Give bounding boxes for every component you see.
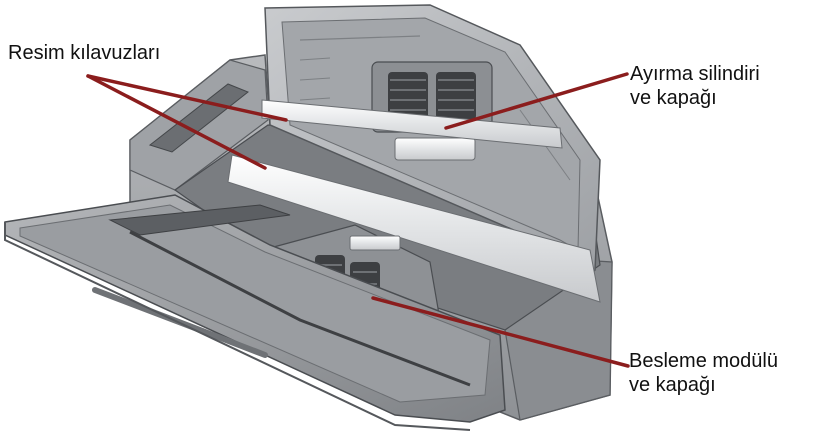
callout-lines	[86, 72, 630, 368]
label-separation-roller: Ayırma silindiri ve kapağı	[630, 62, 760, 110]
label-separation-roller-line1: Ayırma silindiri	[630, 63, 760, 85]
input-tray	[4, 194, 506, 431]
label-feed-module: Besleme modülü ve kapağı	[629, 349, 778, 397]
callout-line-guides-upper	[86, 74, 288, 122]
callout-line-guides-lower	[86, 74, 267, 170]
callout-line-feed-module	[371, 296, 630, 368]
label-separation-roller-line2: ve kapağı	[630, 87, 717, 109]
imaging-guides	[227, 99, 601, 303]
label-image-guides-text: Resim kılavuzları	[8, 42, 161, 64]
label-feed-module-line2: ve kapağı	[629, 374, 716, 396]
label-image-guides: Resim kılavuzları	[8, 41, 160, 65]
callout-line-separation-roller	[444, 72, 629, 130]
label-feed-module-line1: Besleme modülü	[629, 350, 778, 372]
